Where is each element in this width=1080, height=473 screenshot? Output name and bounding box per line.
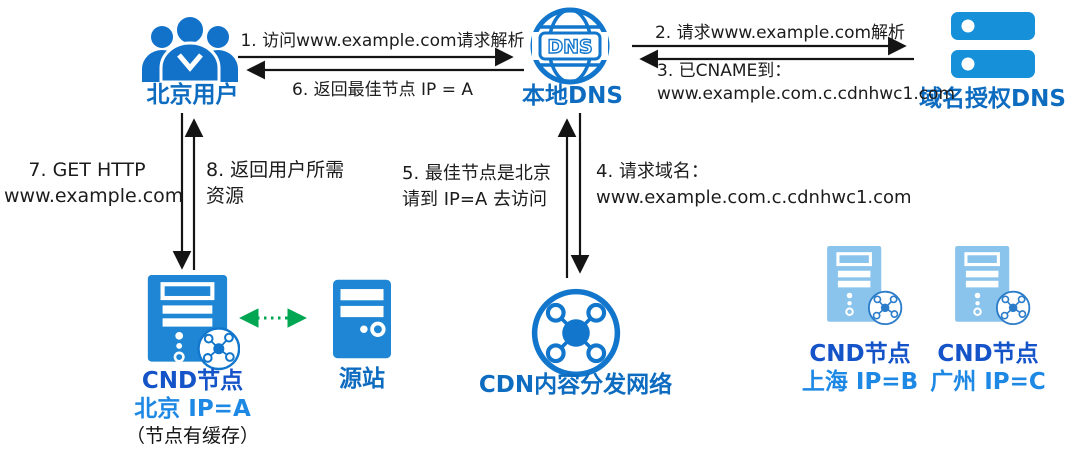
step8-text: 8. 返回用户所需 资源: [206, 157, 344, 209]
cnd-node-shanghai-icon: [827, 246, 903, 326]
cnd-node-guangzhou-icon: [955, 246, 1031, 326]
cnd-shanghai-name: CND节点: [809, 341, 911, 367]
cnd-guangzhou-name: CND节点: [937, 341, 1039, 367]
step1-text: 1. 访问www.example.com请求解析: [240, 31, 525, 51]
auth-dns-label: 域名授权DNS: [919, 86, 1066, 112]
step8-line1: 8. 返回用户所需: [206, 159, 345, 181]
step5-line1: 5. 最佳节点是北京: [402, 163, 551, 184]
step2-text: 2. 请求www.example.com解析: [654, 23, 906, 43]
cnd-guangzhou-ip: 广州 IP=C: [930, 369, 1046, 395]
step3-line2: www.example.com.c.cdnhwc1.com: [657, 84, 956, 104]
step7-line2: www.example.com: [4, 185, 184, 207]
dns-icon-text: DNS: [547, 36, 592, 58]
auth-dns-icon: [951, 12, 1035, 78]
cdn-network-icon: [531, 288, 621, 378]
step5-line2: 请到 IP=A 去访问: [402, 189, 548, 210]
step4-line2: www.example.com.c.cdnhwc1.com: [596, 187, 912, 208]
step7-line1: 7. GET HTTP: [28, 159, 146, 181]
cnd-beijing-ip: 北京 IP=A: [134, 396, 251, 422]
origin-site-icon: [333, 279, 391, 359]
cnd-beijing-cache-note: （节点有缓存）: [125, 425, 259, 447]
beijing-user-icon: [142, 14, 238, 84]
step3-line1: 3. 已CNAME到：: [657, 61, 792, 81]
cdn-network-label: CDN内容分发网络: [478, 372, 673, 398]
step4-text: 4. 请求域名： www.example.com.c.cdnhwc1.com: [596, 159, 912, 211]
step3-text: 3. 已CNAME到： www.example.com.c.cdnhwc1.co…: [657, 60, 955, 106]
step6-text: 6. 返回最佳节点 IP = A: [292, 80, 473, 100]
cnd-node-beijing-icon: [147, 275, 240, 371]
cnd-shanghai-ip: 上海 IP=B: [801, 369, 919, 395]
step4-line1: 4. 请求域名：: [596, 161, 709, 182]
step7-text: 7. GET HTTP www.example.com: [4, 157, 184, 209]
cnd-beijing-name: CND节点: [141, 368, 244, 394]
cnd-node-guangzhou-label: CND节点 广州 IP=C: [923, 340, 1053, 396]
origin-site-label: 源站: [339, 366, 385, 392]
network-badge-icon: [867, 290, 903, 326]
local-dns-icon: DNS: [530, 7, 610, 85]
network-badge-icon: [197, 327, 240, 371]
step8-line2: 资源: [206, 185, 245, 207]
step5-text: 5. 最佳节点是北京 请到 IP=A 去访问: [402, 161, 551, 213]
local-dns-label: 本地DNS: [522, 83, 623, 109]
beijing-user-label: 北京用户: [146, 82, 239, 108]
cnd-node-shanghai-label: CND节点 上海 IP=B: [795, 340, 925, 396]
network-badge-icon: [995, 290, 1031, 326]
cnd-node-beijing-label: CND节点 北京 IP=A （节点有缓存）: [110, 367, 275, 449]
